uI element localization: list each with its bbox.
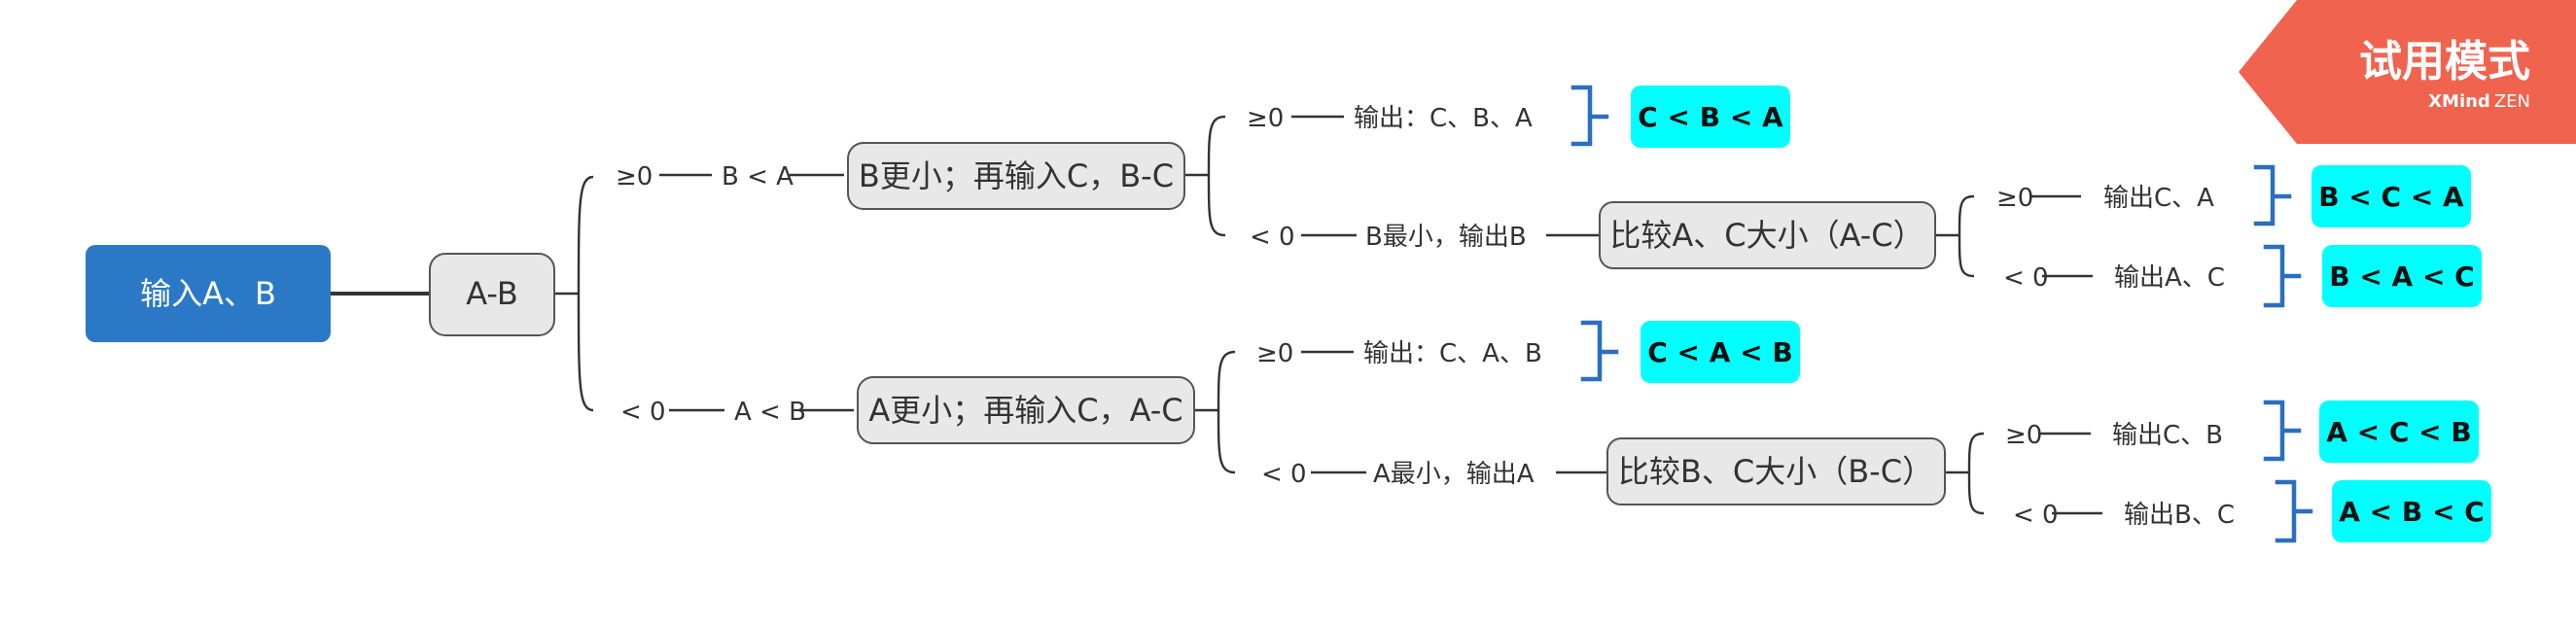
ac-ge-sign: ≥0 (1996, 184, 2033, 213)
bc-ge-output: 输出C、B (2112, 421, 2223, 450)
result-label: B < A < C (2329, 261, 2474, 293)
result-label: C < A < B (1647, 336, 1792, 368)
branch-top-node-box (847, 142, 1185, 210)
bottom-lt-sign: < 0 (1261, 460, 1307, 489)
root-node-box (86, 245, 331, 342)
bottom-lt-output: A最小，输出A (1373, 460, 1535, 489)
compare-bc-node-label: 比较B、C大小（B-C） (1618, 453, 1933, 490)
result-label: B < C < A (2318, 181, 2464, 213)
branch-top-relation: B < A (722, 162, 794, 192)
result-box (2322, 245, 2482, 307)
branch-bottom-node[interactable]: A更小；再输入C，A-C (857, 376, 1195, 444)
bc-ge-sign: ≥0 (2005, 421, 2042, 450)
result-b-c-a: B < C < A (2311, 165, 2471, 227)
result-b-a-c: B < A < C (2322, 245, 2482, 307)
branch-bottom-relation: A < B (734, 398, 806, 427)
branch-top-node-label: B更小；再输入C，B-C (859, 157, 1174, 194)
result-a-b-c: A < B < C (2332, 480, 2491, 542)
branch-bottom-sign: < 0 (620, 398, 666, 427)
result-box (1641, 321, 1800, 383)
result-label: A < B < C (2339, 496, 2484, 528)
result-a-c-b: A < C < B (2319, 401, 2479, 463)
top-ge-output: 输出：C、B、A (1354, 104, 1533, 133)
result-c-b-a: C < B < A (1631, 86, 1790, 148)
diff-node-box (429, 253, 555, 336)
bottom-ge-output: 输出：C、A、B (1363, 339, 1542, 368)
ac-lt-sign: < 0 (2003, 263, 2049, 293)
branch-bottom-node-box (857, 376, 1195, 444)
compare-bc-node-box (1606, 437, 1946, 505)
root-node[interactable]: 输入A、B (86, 245, 331, 342)
top-ge-sign: ≥0 (1247, 104, 1284, 133)
branch-top-sign: ≥0 (616, 162, 653, 192)
result-box (1631, 86, 1790, 148)
compare-bc-node[interactable]: 比较B、C大小（B-C） (1606, 437, 1946, 505)
result-box (2319, 401, 2479, 463)
ac-lt-output: 输出A、C (2114, 263, 2225, 293)
root-node-label: 输入A、B (140, 275, 276, 312)
result-c-a-b: C < A < B (1641, 321, 1800, 383)
result-label: C < B < A (1638, 101, 1783, 133)
diff-node[interactable]: A-B (429, 253, 555, 336)
compare-ac-node-label: 比较A、C大小（A-C） (1609, 217, 1923, 254)
result-label: A < C < B (2326, 416, 2471, 448)
bottom-ge-sign: ≥0 (1256, 339, 1293, 368)
ac-ge-output: 输出C、A (2103, 184, 2214, 213)
branch-bottom-node-label: A更小；再输入C，A-C (868, 392, 1182, 429)
compare-ac-node[interactable]: 比较A、C大小（A-C） (1599, 201, 1936, 269)
top-lt-output: B最小，输出B (1365, 223, 1527, 252)
compare-ac-node-box (1599, 201, 1936, 269)
result-box (2332, 480, 2491, 542)
diff-node-label: A-B (466, 275, 518, 312)
branch-top-node[interactable]: B更小；再输入C，B-C (847, 142, 1185, 210)
bc-lt-sign: < 0 (2013, 501, 2059, 530)
bc-lt-output: 输出B、C (2124, 501, 2235, 530)
result-box (2311, 165, 2471, 227)
connector-lines (331, 85, 2313, 543)
top-lt-sign: < 0 (1250, 223, 1295, 252)
